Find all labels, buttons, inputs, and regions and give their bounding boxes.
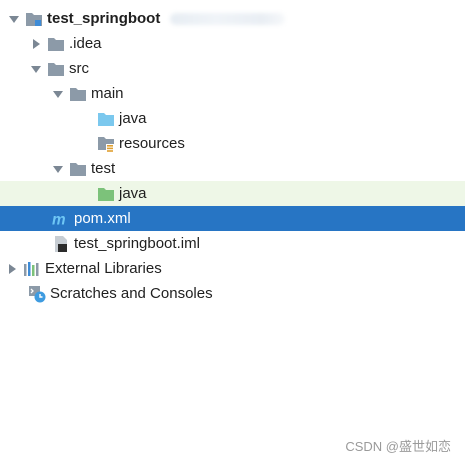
- folder-icon: [47, 60, 65, 78]
- chevron-down-icon[interactable]: [50, 156, 66, 181]
- tree-row-project[interactable]: test_springboot: [0, 6, 465, 31]
- tree-item-label: src: [69, 60, 89, 77]
- maven-icon: m: [52, 210, 70, 228]
- source-root-folder-icon: [97, 110, 115, 128]
- tree-item-label: java: [119, 110, 147, 127]
- chevron-right-icon[interactable]: [28, 31, 44, 56]
- tree-row-iml[interactable]: test_springboot.iml: [0, 231, 465, 256]
- tree-item-label: test: [91, 160, 116, 177]
- tree-item-label: External Libraries: [45, 260, 162, 277]
- project-name: test_springboot: [47, 10, 161, 27]
- tree-row-test-java[interactable]: java: [0, 181, 465, 206]
- folder-icon: [69, 85, 87, 103]
- tree-item-label: java: [119, 185, 147, 202]
- tree-row-main-java[interactable]: java: [0, 106, 465, 131]
- tree-row-pom[interactable]: m pom.xml: [0, 206, 465, 231]
- tree-row-resources[interactable]: resources: [0, 131, 465, 156]
- tree-row-test[interactable]: test: [0, 156, 465, 181]
- tree-row-main[interactable]: main: [0, 81, 465, 106]
- folder-icon: [69, 160, 87, 178]
- tree-row-idea[interactable]: .idea: [0, 31, 465, 56]
- chevron-down-icon[interactable]: [6, 6, 22, 31]
- chevron-down-icon[interactable]: [28, 56, 44, 81]
- tree-item-label: main: [91, 85, 124, 102]
- tree-row-src[interactable]: src: [0, 56, 465, 81]
- folder-icon: [47, 35, 65, 53]
- libraries-icon: [23, 260, 41, 278]
- module-folder-icon: [25, 10, 43, 28]
- watermark: CSDN @盛世如恋: [345, 439, 451, 454]
- project-path-redacted: [170, 12, 286, 25]
- tree-item-label: test_springboot.iml: [74, 235, 200, 252]
- svg-text:m: m: [52, 211, 66, 227]
- chevron-right-icon[interactable]: [4, 256, 20, 281]
- test-root-folder-icon: [97, 185, 115, 203]
- chevron-down-icon[interactable]: [50, 81, 66, 106]
- scratches-icon: [28, 285, 46, 303]
- tree-row-scratches[interactable]: Scratches and Consoles: [0, 281, 465, 306]
- iml-file-icon: [52, 235, 70, 253]
- tree-item-label: pom.xml: [74, 210, 131, 227]
- tree-item-label: .idea: [69, 35, 102, 52]
- tree-row-external-libraries[interactable]: External Libraries: [0, 256, 465, 281]
- tree-item-label: resources: [119, 135, 185, 152]
- tree-item-label: Scratches and Consoles: [50, 285, 213, 302]
- resources-folder-icon: [97, 135, 115, 153]
